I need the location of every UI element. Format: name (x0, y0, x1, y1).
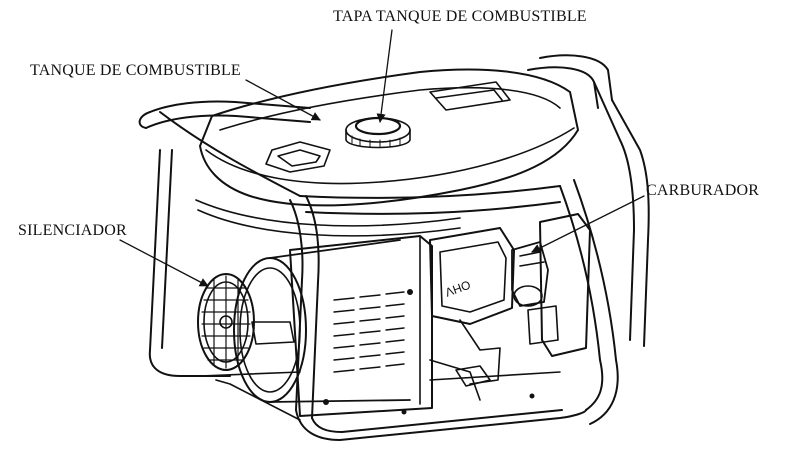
leader-carburetor (531, 196, 644, 252)
ohv-badge-text: OHV (443, 277, 472, 299)
leader-muffler (120, 240, 209, 286)
carburetor-label: CARBURADOR (646, 182, 760, 199)
fuel-cap-label: TAPA TANQUE DE COMBUSTIBLE (333, 8, 587, 25)
carburetor (512, 242, 548, 306)
tubular-frame (140, 55, 649, 440)
leader-lines (120, 30, 644, 286)
air-filter (528, 214, 590, 356)
fuel-cap (346, 118, 410, 148)
leader-fuel-tank (246, 80, 321, 120)
alternator (234, 240, 410, 402)
fuel-tank-label: TANQUE DE COMBUSTIBLE (30, 62, 241, 79)
engine: OHV (430, 228, 514, 400)
muffler-label: SILENCIADOR (18, 222, 127, 239)
muffler (198, 274, 254, 370)
vent-slots (334, 292, 404, 372)
control-box (290, 236, 432, 416)
base-plate (200, 372, 560, 420)
leader-fuel-cap (376, 30, 392, 123)
fuel-tank (196, 69, 578, 235)
